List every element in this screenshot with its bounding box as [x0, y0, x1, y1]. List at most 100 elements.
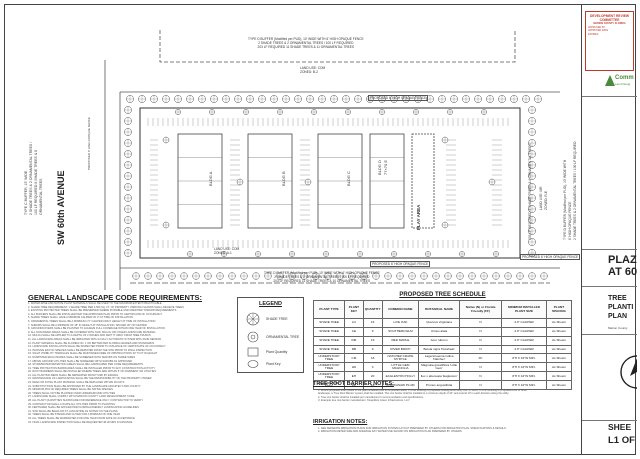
land-use-bottom: LAND USE: COM ZONED: A-1	[214, 247, 240, 255]
schedule-cell: EH	[344, 371, 364, 382]
schedule-cell: RED MAPLE	[381, 335, 420, 346]
play-area-label: PLAY AREA	[416, 204, 421, 230]
county-name: Marion County	[608, 326, 628, 330]
stamp-sub: MARION COUNTY, FLORIDA	[593, 22, 626, 25]
schedule-cell: N	[458, 380, 503, 391]
company-name: Comm Land Desig	[615, 75, 634, 86]
fence-note-bottom: PROPOSED 6' HIGH OPAQUE FENCE	[370, 261, 431, 267]
plant-key-icon	[247, 360, 259, 368]
schedule-cell: CE	[344, 326, 364, 337]
requirement-line: 28. ALL PLANT QUANTITIES SHOWN ARE FOR R…	[28, 399, 143, 403]
requirement-line: 22. MAINTENANCE OF LANDSCAPING SHALL BE …	[28, 377, 152, 381]
buffer-left-2: 2 SHADE TREES & 2 ORNAMENTAL TREES /	[29, 142, 33, 215]
schedule-cell: NATCHEZ CRAPE MYRTLE	[381, 353, 420, 364]
schedule-cell: 18	[362, 353, 383, 364]
schedule-cell: Ulmus alata	[418, 326, 460, 337]
schedule-cell: RM	[344, 335, 364, 346]
requirement-line: 33. ALL TREES SHALL BE WARRANTED FOR ONE…	[28, 417, 135, 420]
legend-ornamental-tree: ORNAMENTAL TREE	[246, 330, 299, 344]
land-use-right-2: ZONED: R-E	[544, 190, 548, 210]
schedule-cell: RB	[344, 344, 364, 355]
schedule-cell: As Shown	[545, 380, 573, 391]
schedule-cell: 3.0" CALIPER	[501, 326, 547, 337]
barrier-note-line: landscape, a 'Tree Root Barrier' system …	[318, 392, 510, 396]
schedule-cell: 20	[362, 371, 383, 382]
schedule-cell: SOUTHERN ELM	[381, 326, 420, 337]
schedule-cell: N	[458, 362, 503, 373]
stamp-line-date: APPROVED DATE	[588, 29, 609, 33]
requirement-line: 27. LANDSCAPE SHALL COMPLY WITH MARION C…	[28, 395, 135, 399]
schedule-cell: As Shown	[545, 318, 573, 328]
schedule-cell: UNDERSTORY TREE	[312, 362, 346, 373]
bldg-d-label: BLDG D	[377, 160, 382, 175]
play-area	[411, 133, 435, 229]
schedule-cell: As Shown	[545, 335, 573, 346]
schedule-cell: N	[458, 335, 503, 346]
company-logo-icon	[605, 75, 615, 86]
legend-shade-tree: SHADE TREE	[246, 312, 288, 326]
schedule-cell: Ilex x attenuata 'Eagleston'	[418, 371, 460, 382]
buffer-left-1: TYPE C BUFFER, 15' WIDE	[24, 170, 28, 215]
street-label: SW 60th AVENUE	[56, 170, 66, 245]
requirement-line: 34. FINAL LANDSCAPE INSPECTION SHALL BE …	[28, 420, 133, 424]
general-requirements-list: 1. WATER-WISE AND NATIVE PLANT MATERIALS…	[28, 302, 228, 424]
schedule-cell: 9	[362, 344, 383, 355]
requirement-line: 7. SHRUBS SHALL BE A MINIMUM OF 18" IN H…	[28, 323, 147, 327]
requirement-line: 3. EXISTING PROTECTED TREES SHALL BE PRE…	[28, 309, 177, 313]
requirement-line: 16. DUMPSTER ENCLOSURES SHALL BE SCREENE…	[28, 355, 136, 359]
schedule-cell: N	[458, 318, 503, 328]
fence-note-right: PROPOSED 6' HIGH OPAQUE FENCE	[520, 254, 581, 260]
requirement-line: 14. INVASIVE EXOTIC SPECIES SHALL BE REM…	[28, 348, 152, 352]
barrier-note-line: 3. Example tree root barrier manufacture…	[318, 399, 410, 403]
requirement-line: 21. ALL PLANTING BEDS SHALL BE SEPARATED…	[28, 373, 119, 377]
stamp-title: DEVELOPMENT REVIEW COMMITTEE	[589, 14, 630, 22]
land-use-right-1: LAND USE: MR	[539, 186, 543, 210]
root-barrier-notes: 1. Where proposed trees (listed in the p…	[318, 389, 568, 403]
requirement-line: 25. MINIMUM 25% OF REQUIRED TREES SHALL …	[28, 388, 113, 392]
requirement-line: 20. ROOT BARRIERS SHALL BE INSTALLED WHE…	[28, 370, 156, 374]
schedule-cell: UNDERSTORY TREE	[312, 380, 346, 391]
requirement-line: 18. STORMWATER RETENTION AREAS SHALL BE …	[28, 363, 144, 367]
sheet-label: SHEE	[608, 422, 632, 432]
schedule-header: PLANT KEY	[344, 299, 364, 320]
sheet-title-1: TREE	[608, 295, 627, 302]
schedule-cell: 16	[362, 318, 383, 328]
requirement-line: 29. CONTRACTOR SHALL LOCATE ALL UTILITIE…	[28, 402, 116, 406]
schedule-cell: As Shown	[545, 362, 573, 373]
requirement-line: 30. FERTILIZER SHALL BE APPLIED PER FLOR…	[28, 406, 139, 410]
shade-tree-icon	[246, 312, 260, 326]
buffer-bottom: TYPE D BUFFER (Modified per PUD), 10' WI…	[264, 271, 380, 283]
buffer-right-4: 203 LF REQUIRED 8 SHADE TREES & 8 ORNAME…	[528, 143, 532, 240]
schedule-header: Native (N) or Florida Friendly (FF)	[458, 299, 503, 320]
requirement-line: 24. SUBSTITUTIONS SHALL BE APPROVED BY T…	[28, 384, 141, 388]
root-barrier-title: TREE ROOT BARRIER NOTES:	[313, 381, 394, 387]
schedule-cell: Acer rubrum	[418, 335, 460, 346]
schedule-cell: 3	[362, 362, 383, 373]
irrigation-note-line: 2. IRRIGATION METER SIZE AND AVERAGE DAY…	[318, 430, 463, 434]
legend-plant-key: Plant Key	[246, 359, 281, 369]
schedule-cell: LO	[344, 318, 364, 328]
requirement-line: 31. SOD SHALL BE BAHIA OR ST. AUGUSTINE …	[28, 409, 118, 413]
schedule-header: PLANT TYPE	[312, 299, 346, 320]
legend-title: LEGEND	[259, 301, 282, 307]
requirement-line: 9. ALL NON-PAVED AREAS SHALL BE COVERED …	[28, 330, 156, 334]
requirement-line: 19. TREE PROTECTION BARRICADES SHALL BE …	[28, 366, 156, 370]
schedule-cell: LITTLE GEM MAGNOLIA	[381, 362, 420, 373]
schedule-cell: Lagerstroemia indica 'Natchez'	[418, 353, 460, 364]
schedule-cell: SHADE TREE	[312, 318, 346, 328]
requirement-line: 12. PLANT MATERIAL SHALL BE FLORIDA NO. …	[28, 341, 155, 345]
barrier-note-line: 2. Tree root barrier shall be installed …	[318, 395, 424, 399]
barrier-note-line: 1. Where proposed trees (listed in the p…	[318, 389, 527, 392]
schedule-cell: SHADE TREE	[312, 335, 346, 346]
requirement-line: 23. DEAD OR DYING PLANT MATERIAL SHALL B…	[28, 381, 125, 385]
stamp-line-approved: APPROVED BY	[588, 25, 606, 29]
schedule-cell: SHADE TREE	[312, 326, 346, 337]
schedule-cell: UNDERSTORY TREE	[312, 353, 346, 364]
schedule-cell: N	[458, 326, 503, 337]
